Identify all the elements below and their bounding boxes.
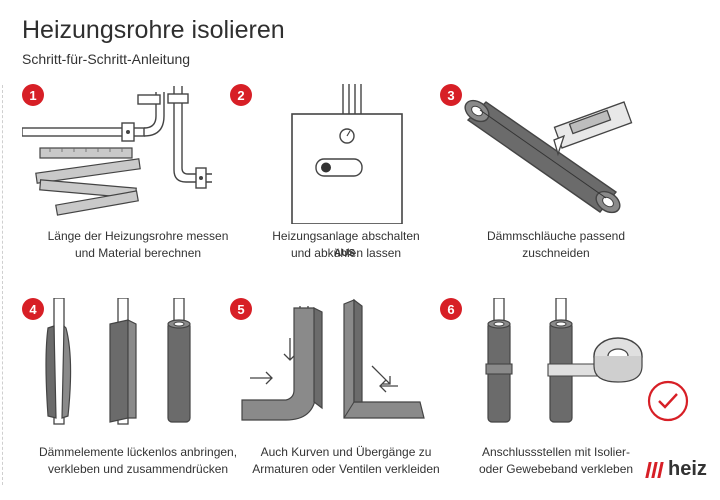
step-caption: Dämmelemente lückenlos anbringen, verkle… [38, 445, 238, 476]
cut-insulation-illustration [464, 99, 633, 214]
step-number-badge: 6 [440, 298, 462, 320]
step-6: 6 Anschlussstellen mit Isolier- oder Gew… [440, 298, 672, 498]
brand-name: heiz [668, 458, 707, 480]
checkmark-icon [647, 380, 689, 422]
step-number-badge: 5 [230, 298, 252, 320]
brand-logo: heiz [645, 458, 707, 481]
off-switch-label: AUS [334, 248, 356, 259]
heating-system-off-illustration [291, 84, 403, 224]
step-caption: Dämmschläuche passend zuschneiden [486, 229, 626, 260]
page-subtitle: Schritt-für-Schritt-Anleitung [22, 51, 191, 67]
brand-logo-icon [645, 461, 664, 478]
measure-pipes-illustration [22, 86, 212, 216]
insulate-bends-illustration [241, 298, 425, 421]
step-3: 3 Dämmschläuche passend zuschneiden [440, 84, 672, 284]
page-edge-divider [2, 85, 3, 485]
page-title: Heizungsrohre isolieren [22, 16, 285, 44]
step-number-badge: 3 [440, 84, 462, 106]
step-caption: Anschlussstellen mit Isolier- oder Geweb… [478, 445, 634, 476]
step-2: 2 AUS Heizungsanlage abschalten und abkü… [230, 84, 462, 284]
step-number-badge: 4 [22, 298, 44, 320]
step-caption: Heizungsanlage abschalten und abkühlen l… [272, 229, 420, 260]
tape-joints-illustration [485, 298, 643, 423]
step-caption: Auch Kurven und Übergänge zu Armaturen o… [252, 445, 440, 476]
step-4: 4 Dämmelemente lückenlos anbringen, verk… [22, 298, 254, 498]
step-1: 1 Länge der Heizungsrohre messen und Mat… [22, 84, 254, 284]
step-5: 5 Auch Kurven und Übergänge zu Armaturen… [230, 298, 462, 498]
step-caption: Länge der Heizungsrohre messen und Mater… [47, 229, 229, 260]
step-number-badge: 1 [22, 84, 44, 106]
step-number-badge: 2 [230, 84, 252, 106]
attach-insulation-illustration [45, 298, 191, 425]
